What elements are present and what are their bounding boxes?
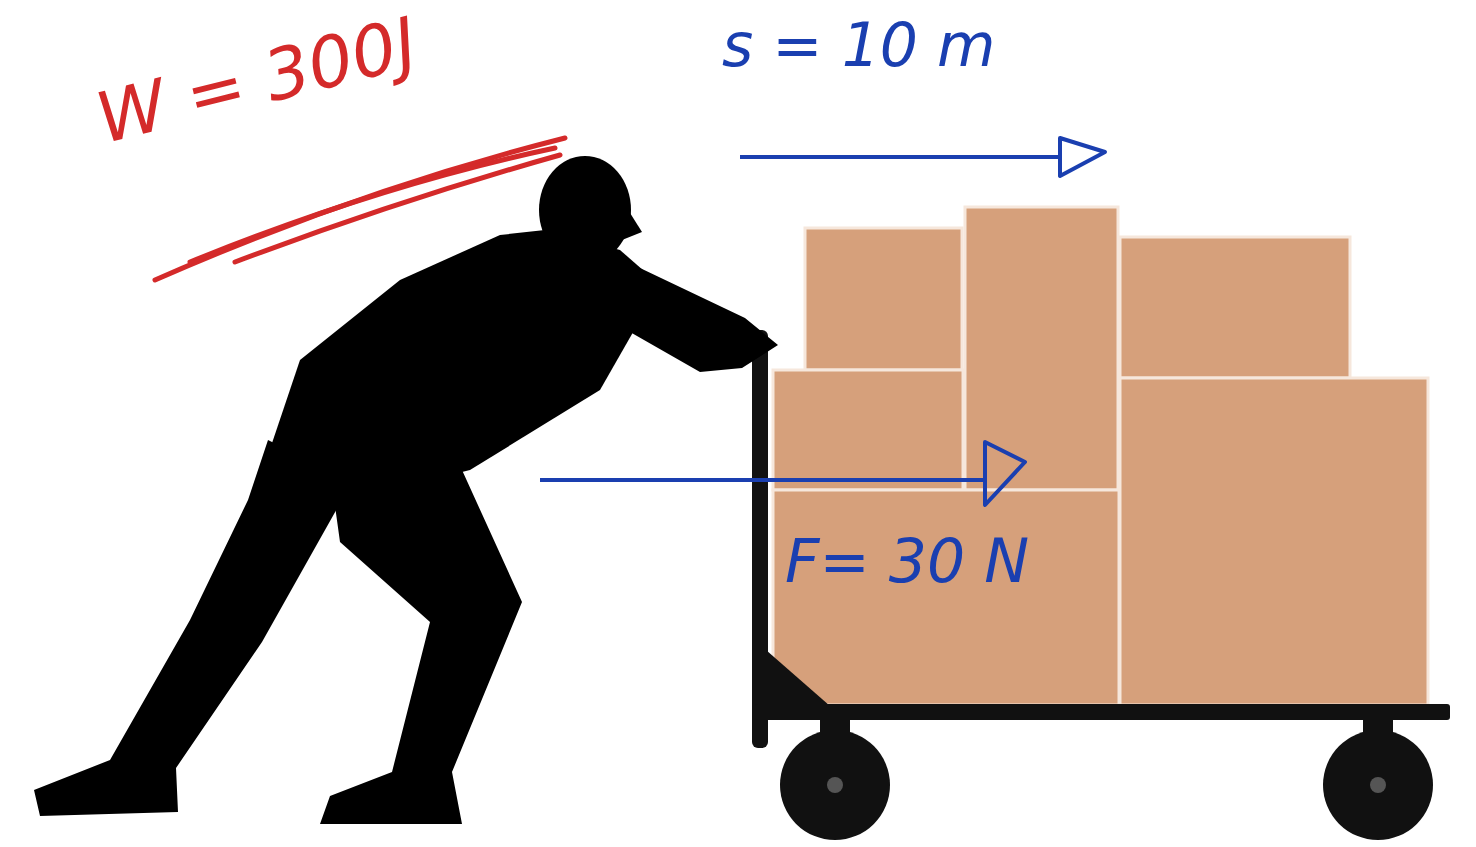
arrow-head: [985, 442, 1025, 505]
wheel-axle: [827, 777, 843, 793]
arrow-shaft: [540, 478, 985, 482]
wheel-mount: [820, 718, 850, 738]
cargo-box: [1120, 237, 1350, 378]
back-leg: [34, 440, 352, 816]
cart-handle: [752, 330, 768, 748]
arm: [540, 258, 778, 372]
cargo-box: [773, 490, 1119, 705]
wheel-axle: [1370, 777, 1386, 793]
arrow-head: [1060, 138, 1105, 176]
cargo-box: [1120, 378, 1428, 705]
cargo-box: [805, 228, 962, 370]
nose: [622, 205, 642, 240]
front-leg: [320, 470, 522, 824]
cargo-box: [773, 370, 963, 490]
man-silhouette: [34, 156, 778, 824]
force-arrow: [540, 442, 1025, 505]
annotation-label: s = 10 m: [722, 12, 996, 78]
cargo-boxes: [773, 207, 1428, 705]
cart-wheel: [1323, 730, 1433, 840]
displacement-arrow: [740, 138, 1105, 176]
annotation-label: W = 300J: [89, 4, 425, 158]
cargo-box: [965, 207, 1118, 490]
cart-platform: [755, 704, 1450, 720]
arrow-shaft: [740, 155, 1060, 159]
cart-bracket: [766, 650, 830, 706]
cart-wheel: [780, 730, 890, 840]
wheel-mount: [1363, 718, 1393, 738]
annotation-label: F= 30 N: [785, 528, 1029, 594]
cart: [752, 330, 1450, 840]
